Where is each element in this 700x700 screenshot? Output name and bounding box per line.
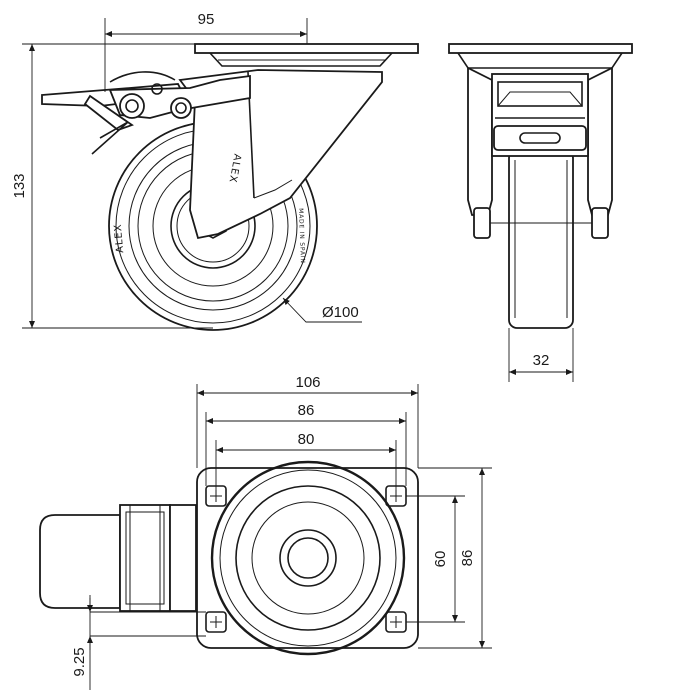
dim-label-86-vertical: 86 — [459, 550, 476, 567]
dim-label-80: 80 — [298, 431, 315, 448]
top-view-plate — [196, 467, 419, 649]
wheel-brand-mark-fork: ALEX — [226, 153, 242, 184]
dim-plate-width: 106 — [196, 374, 419, 468]
wheel-made-in-mark: MADE IN SPAIN — [297, 208, 306, 264]
dim-plate-depth-outer: 86 — [418, 467, 492, 649]
dim-hole-spacing-outer: 86 — [205, 402, 407, 486]
dim-label-diameter: Ø100 — [322, 304, 359, 321]
dim-label-95: 95 — [198, 11, 215, 28]
dim-overall-width: 95 — [104, 11, 308, 92]
top-view-brake-pedal — [39, 514, 121, 609]
front-view-wheel — [508, 149, 574, 329]
wheel-brand-mark-left: ALEX — [113, 223, 127, 253]
dim-overall-height: 133 — [11, 43, 213, 329]
side-view-fork — [178, 69, 383, 240]
side-view-brake-lever — [41, 71, 251, 155]
dim-hole-spacing-inner: 80 — [215, 431, 397, 496]
side-view-top-plate — [194, 43, 419, 67]
dim-label-86-horizontal: 86 — [298, 402, 315, 419]
side-view: ALEX ALEX MADE IN SPAIN 95 133 Ø100 — [11, 11, 419, 331]
dim-wheel-diameter: Ø100 — [282, 297, 362, 323]
dim-label-32: 32 — [533, 352, 550, 369]
dim-wheel-width: 32 — [508, 328, 574, 382]
dim-plate-depth-inner: 60 — [406, 495, 465, 623]
dim-label-106: 106 — [295, 374, 320, 391]
dim-label-133: 133 — [11, 173, 28, 198]
dim-offset: 9.25 — [71, 595, 206, 690]
dim-label-60: 60 — [432, 551, 449, 568]
top-view: 106 86 80 60 86 — [39, 374, 492, 690]
dim-label-9-25: 9.25 — [71, 647, 88, 676]
front-view: 32 — [448, 43, 633, 382]
